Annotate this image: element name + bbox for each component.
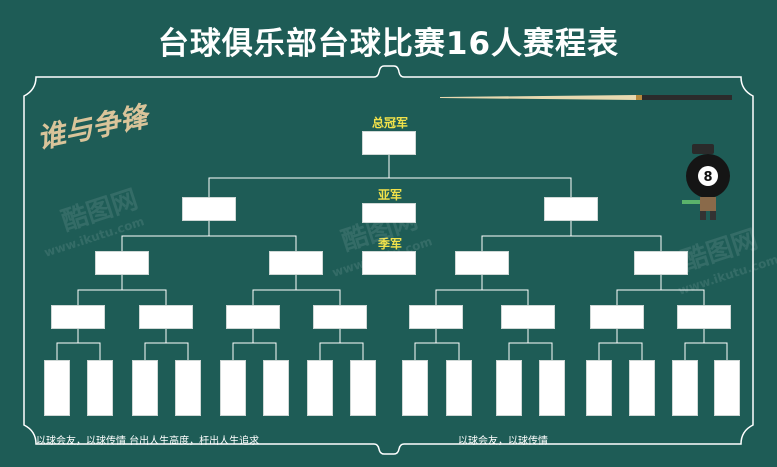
player-slot-4 [175, 360, 201, 416]
round2-slot-4 [313, 305, 367, 329]
bracket-lines [56, 155, 728, 360]
round2-slot-1 [51, 305, 105, 329]
r1-pair-6 [508, 342, 553, 360]
player-slot-14 [629, 360, 655, 416]
cue-stick-icon [440, 95, 732, 100]
r2-pair-2 [252, 289, 341, 305]
r2-pair-3 [435, 289, 529, 305]
round2-slot-2 [139, 305, 193, 329]
round2-slot-7 [590, 305, 644, 329]
round4-slot-1 [182, 197, 236, 221]
player-slot-6 [263, 360, 289, 416]
round2-slot-6 [501, 305, 555, 329]
footer-slogan-left: 以球会友，以球传情 台出人生高度，杆出人生追求 [36, 436, 260, 447]
player-slot-8 [350, 360, 376, 416]
player-slot-13 [586, 360, 612, 416]
page-title: 台球俱乐部台球比赛16人赛程表 [157, 26, 620, 62]
round4-slot-2 [544, 197, 598, 221]
player-slot-3 [132, 360, 158, 416]
runner-up-slot [362, 203, 416, 223]
round3-slot-3 [455, 251, 509, 275]
svg-text:8: 8 [703, 170, 712, 185]
r1-pair-4 [319, 342, 364, 360]
r1-pair-5 [414, 342, 460, 360]
player-slot-16 [714, 360, 740, 416]
player-slot-1 [44, 360, 70, 416]
round2-slot-5 [409, 305, 463, 329]
third-place-label: 季军 [377, 237, 402, 251]
third-place-slot [362, 251, 416, 275]
r2-pair-1 [77, 289, 167, 305]
round2-slot-3 [226, 305, 280, 329]
player-slot-9 [402, 360, 428, 416]
round2-slot-8 [677, 305, 731, 329]
r2-pair-4 [616, 289, 705, 305]
champion-slot [362, 131, 416, 155]
player-slot-2 [87, 360, 113, 416]
r1-pair-8 [684, 342, 728, 360]
player-slot-5 [220, 360, 246, 416]
r3-pair-1 [121, 235, 297, 251]
table-outline [23, 65, 754, 455]
r1-pair-2 [144, 342, 189, 360]
round3-slot-2 [269, 251, 323, 275]
player-slot-11 [496, 360, 522, 416]
player-slot-12 [539, 360, 565, 416]
r1-pair-3 [232, 342, 277, 360]
eight-ball-mascot-icon: 8 [682, 144, 730, 220]
round3-slot-4 [634, 251, 688, 275]
runner-up-label: 亚军 [377, 188, 402, 202]
r1-pair-7 [598, 342, 643, 360]
footer-slogan-right: 以球会友，以球传情 [458, 436, 548, 447]
round3-slot-1 [95, 251, 149, 275]
player-slot-7 [307, 360, 333, 416]
final-connector [208, 177, 572, 197]
player-slot-10 [446, 360, 472, 416]
player-slot-15 [672, 360, 698, 416]
champion-label: 总冠军 [371, 116, 408, 130]
r3-pair-2 [481, 235, 662, 251]
r1-pair-1 [56, 342, 101, 360]
